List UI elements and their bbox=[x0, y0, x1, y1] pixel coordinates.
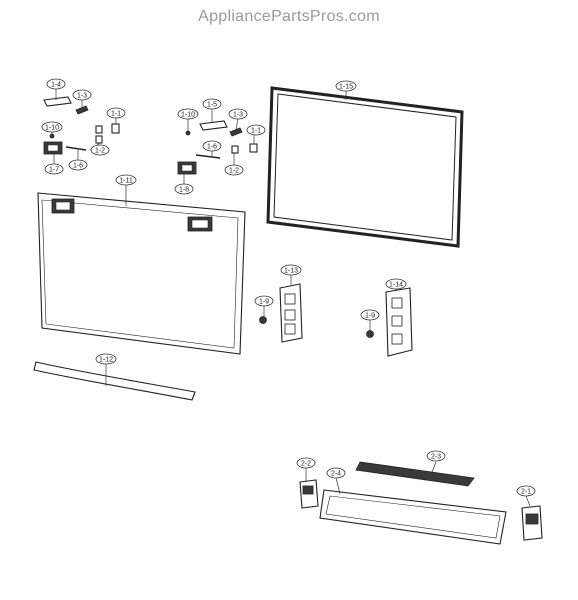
callout-label: 1-5 bbox=[207, 102, 217, 109]
callout-1-5: 1-5 bbox=[202, 98, 222, 110]
callout-1-13: 1-13 bbox=[280, 264, 302, 276]
callout-label: 1-2 bbox=[95, 148, 105, 155]
callout-label: 1-9 bbox=[365, 313, 375, 320]
callout-label: 2-2 bbox=[301, 461, 311, 468]
callout-2-3: 2-3 bbox=[426, 450, 446, 462]
callout-label: 1-1 bbox=[251, 128, 261, 135]
callout-2-4: 2-4 bbox=[326, 467, 346, 479]
callout-1-11: 1-11 bbox=[115, 174, 137, 186]
callout-1-7: 1-7 bbox=[44, 163, 64, 175]
small-parts-middle-group bbox=[177, 120, 258, 175]
callout-label: 1-8 bbox=[179, 187, 189, 194]
watermark-text: AppliancePartsPros.com bbox=[198, 8, 380, 25]
callout-1-4: 1-4 bbox=[46, 78, 66, 90]
callout-label: 1-10 bbox=[181, 112, 195, 119]
door-handle-part bbox=[33, 361, 196, 401]
leader-lines bbox=[51, 88, 531, 507]
callout-label: 1-10 bbox=[45, 125, 59, 132]
callout-1-1-b: 1-1 bbox=[246, 124, 266, 136]
callout-1-3-b: 1-3 bbox=[228, 108, 248, 120]
callout-1-10: 1-10 bbox=[41, 121, 63, 133]
callout-2-2: 2-2 bbox=[296, 457, 316, 469]
callout-1-14: 1-14 bbox=[385, 278, 407, 290]
callout-label: 1-12 bbox=[99, 357, 113, 364]
callout-label: 1-6 bbox=[73, 163, 83, 170]
callout-2-1: 2-1 bbox=[516, 485, 536, 497]
callout-label: 1-3 bbox=[233, 112, 243, 119]
bracket-part-1-14 bbox=[366, 287, 413, 357]
door-panel-part bbox=[37, 192, 246, 355]
callout-label: 1-3 bbox=[77, 93, 87, 100]
callout-1-10-b: 1-10 bbox=[177, 108, 199, 120]
callout-label: 2-1 bbox=[521, 489, 531, 496]
callout-label: 1-13 bbox=[284, 268, 298, 275]
callout-label: 1-11 bbox=[119, 178, 133, 185]
callout-label: 1-9 bbox=[259, 299, 269, 306]
callout-label: 1-4 bbox=[51, 82, 61, 89]
bracket-part-1-13 bbox=[259, 283, 303, 343]
callout-label: 1-1 bbox=[111, 111, 121, 118]
callout-label: 1-14 bbox=[389, 282, 403, 289]
callout-label: 1-7 bbox=[49, 167, 59, 174]
small-parts-left-group bbox=[43, 96, 120, 155]
callout-label: 1-6 bbox=[207, 144, 217, 151]
callout-1-6: 1-6 bbox=[68, 159, 88, 171]
callout-1-8: 1-8 bbox=[174, 183, 194, 195]
callout-label: 1-2 bbox=[229, 168, 239, 175]
callout-1-9-b: 1-9 bbox=[360, 309, 380, 321]
callout-1-2-b: 1-2 bbox=[224, 164, 244, 176]
callout-1-1: 1-1 bbox=[106, 107, 126, 119]
callout-label: 2-4 bbox=[331, 471, 341, 478]
callout-1-3: 1-3 bbox=[72, 89, 92, 101]
callout-1-6-b: 1-6 bbox=[202, 140, 222, 152]
callout-1-15: 1-15 bbox=[335, 80, 357, 92]
callout-label: 1-15 bbox=[339, 84, 353, 91]
callout-1-2: 1-2 bbox=[90, 144, 110, 156]
callout-1-9: 1-9 bbox=[254, 295, 274, 307]
bottom-assembly-group bbox=[299, 461, 543, 545]
gasket-frame-part bbox=[266, 86, 464, 248]
callout-1-12: 1-12 bbox=[95, 353, 117, 365]
callout-label: 2-3 bbox=[431, 454, 441, 461]
